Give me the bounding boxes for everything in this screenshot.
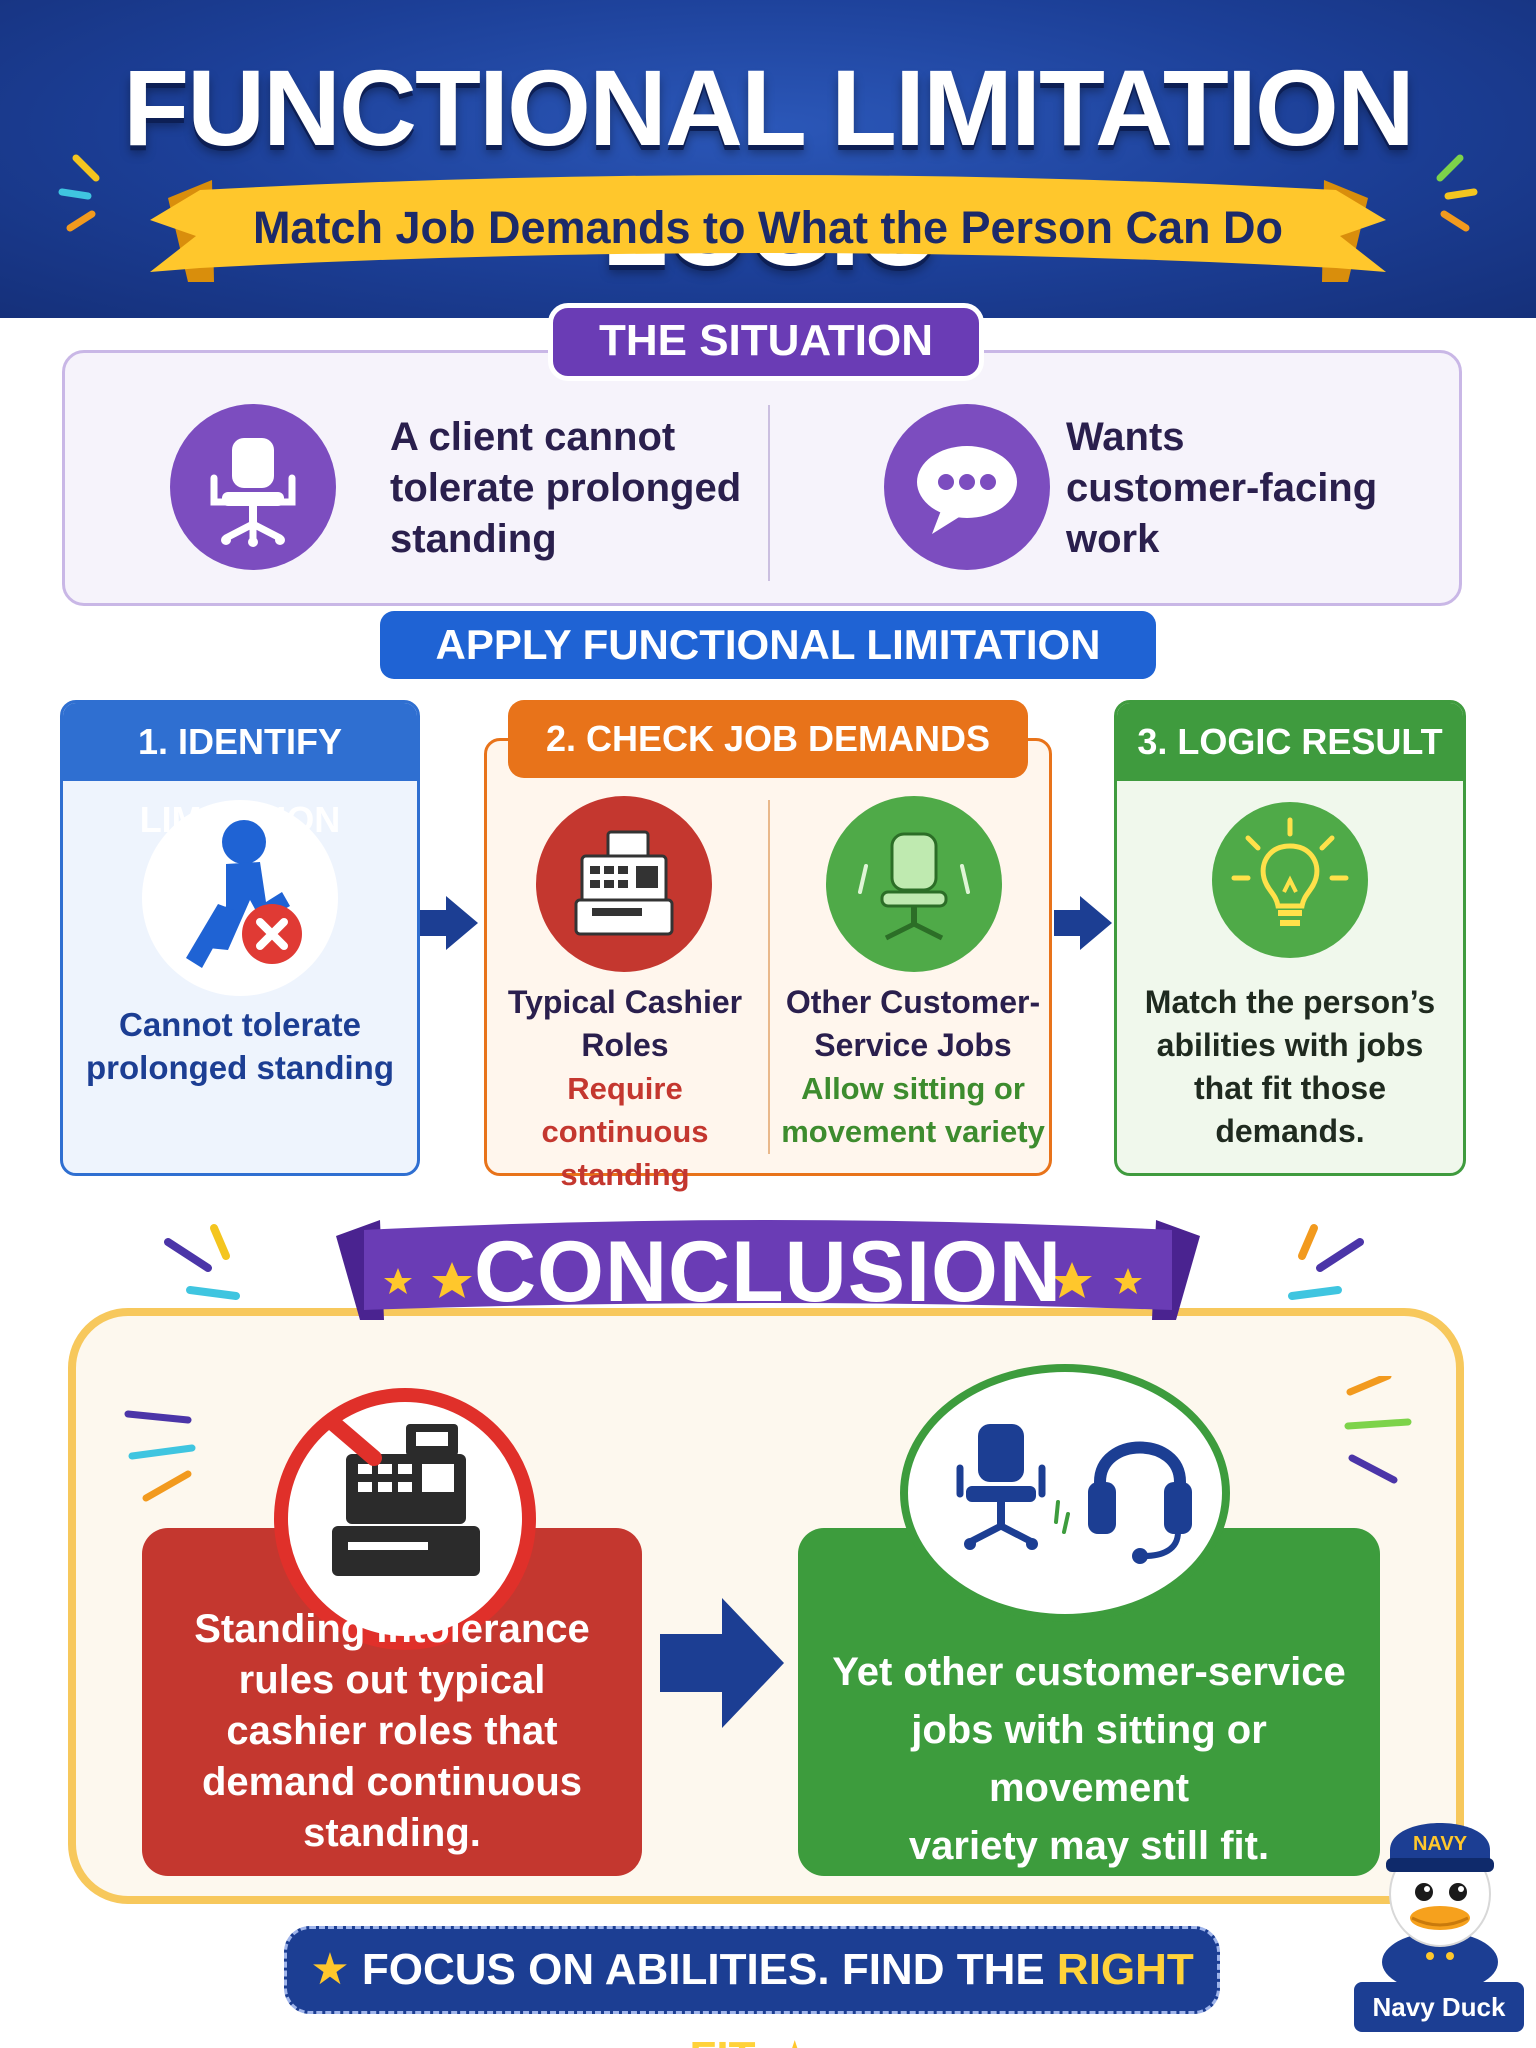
conclusion-left-line: Standing intolerance [194, 1607, 590, 1651]
conclusion-ruled-out-text: Standing intolerance rules out typical c… [160, 1604, 624, 1859]
standing-person-x-icon [142, 800, 338, 996]
step3-line: that fit those [1194, 1070, 1386, 1106]
step-title: 3. LOGIC RESULT [1117, 703, 1463, 781]
star-icon: ★ [310, 1945, 350, 1994]
situation-left-text: A client cannot tolerate prolonged stand… [390, 412, 750, 565]
step3-line: abilities with jobs [1156, 1027, 1424, 1063]
step2-col1-note: standing [560, 1157, 690, 1192]
navy-duck-mascot: NAVY [1382, 1823, 1498, 1986]
conclusion-right-line: variety may still fit. [908, 1824, 1270, 1868]
page-subtitle: Match Job Demands to What the Person Can… [252, 202, 1284, 253]
situation-right-line: Wants [1066, 415, 1185, 459]
sparkle-lines-right [1344, 1376, 1412, 1484]
situation-right-line: work [1066, 517, 1160, 561]
conclusion-right-line: jobs with sitting or movement [911, 1708, 1267, 1810]
conclusion-title: CONCLUSION [473, 1224, 1063, 1320]
conclusion-left-line: demand continuous [202, 1760, 582, 1804]
step2-col2-heading: Service Jobs [814, 1027, 1012, 1063]
footer-text-highlight: RIGHT FIT. [689, 1945, 1194, 2048]
speech-bubble-icon [884, 404, 1050, 570]
sparkle-lines-left [124, 1410, 196, 1502]
office-chair-icon [826, 796, 1002, 972]
situation-left-line: A client cannot [390, 415, 676, 459]
step1-line: prolonged standing [86, 1049, 394, 1086]
step2-col1-note: Require continuous [541, 1071, 709, 1149]
situation-divider [768, 405, 770, 581]
step3-line: Match the person’s [1144, 984, 1436, 1020]
step2-divider [768, 800, 770, 1154]
headset-icon [1088, 1441, 1192, 1564]
conclusion-ribbon [164, 1220, 1364, 1320]
step2-col1-heading: Typical Cashier [507, 984, 743, 1020]
header-sparkles [58, 154, 1478, 232]
cash-register-icon [536, 796, 712, 972]
situation-left-line: tolerate prolonged [390, 466, 742, 510]
office-chair-icon [170, 404, 336, 570]
arrow-right-icon [660, 1598, 784, 1728]
arrow-right-icon [420, 896, 478, 950]
situation-right-line: customer-facing [1066, 466, 1378, 510]
conclusion-left-line: cashier roles that [226, 1709, 558, 1753]
step2-col2-note: Allow sitting or [801, 1071, 1025, 1106]
step2-col1-heading: Roles [581, 1027, 669, 1063]
arrow-right-icon [1054, 896, 1112, 950]
footer-slogan: ★ FOCUS ON ABILITIES. FIND THE RIGHT FIT… [284, 1926, 1220, 2048]
mascot-label: Navy Duck [1354, 1982, 1524, 2032]
step2-col2-note: movement variety [781, 1114, 1045, 1149]
conclusion-left-line: rules out typical [238, 1658, 546, 1702]
step2-col1-text: Typical Cashier Roles Require continuous… [494, 981, 756, 1196]
step2-col2-heading: Other Customer- [785, 984, 1041, 1020]
conclusion-may-fit-text: Yet other customer-service jobs with sit… [810, 1643, 1368, 1875]
conclusion-right-line: Yet other customer-service [832, 1650, 1346, 1694]
lightbulb-icon [1212, 802, 1368, 958]
step1-line: Cannot tolerate [118, 1006, 362, 1043]
footer-banner [284, 1926, 1220, 2014]
mascot-cap-text: NAVY [1413, 1833, 1468, 1855]
chair-and-headset-icons [900, 1364, 1230, 1622]
step1-text: Cannot tolerate prolonged standing [70, 1003, 410, 1089]
footer-text-main: FOCUS ON ABILITIES. FIND THE [361, 1945, 1057, 1994]
subtitle-ribbon [150, 175, 1386, 282]
situation-tab-label: THE SITUATION [548, 303, 984, 381]
step3-line: demands. [1215, 1113, 1365, 1149]
star-icon: ★ [775, 2033, 814, 2048]
step2-col2-text: Other Customer- Service Jobs Allow sitti… [780, 981, 1046, 1153]
step-title: 2. CHECK JOB DEMANDS [508, 700, 1028, 778]
situation-left-line: standing [390, 517, 557, 561]
conclusion-left-line: standing. [303, 1811, 481, 1855]
office-chair-icon [956, 1424, 1070, 1550]
step3-text: Match the person’s abilities with jobs t… [1126, 981, 1454, 1153]
situation-right-text: Wants customer-facing work [1066, 412, 1426, 565]
